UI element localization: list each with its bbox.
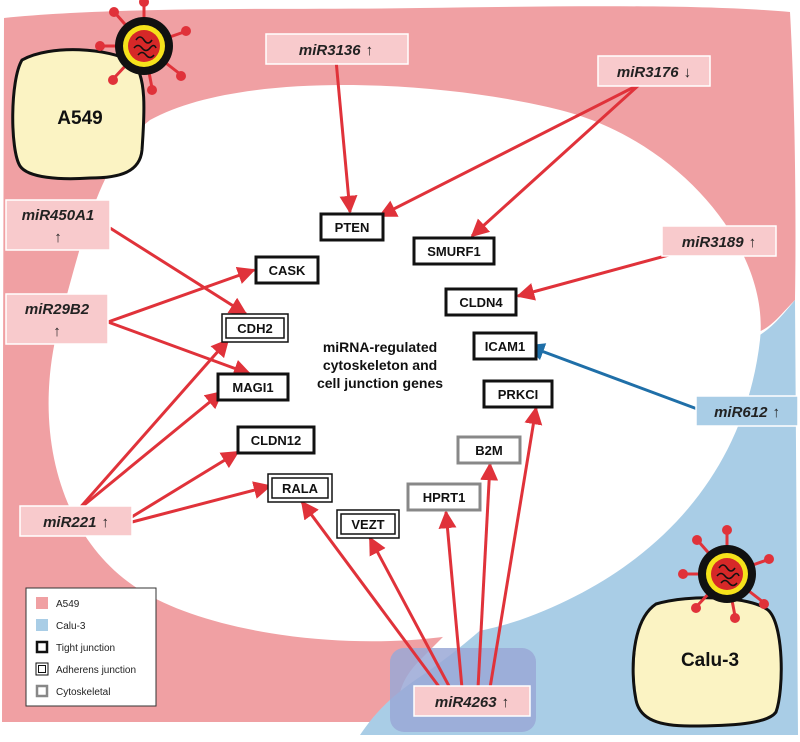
arrow-mir4263-prkci [488,406,543,689]
legend: A549 Calu-3 Tight junction Adherens junc… [25,587,157,707]
mirna-mir612: miR612↑ [695,395,799,427]
svg-text:HPRT1: HPRT1 [423,490,466,505]
center-label: miRNA-regulated cytoskeleton and cell ju… [317,339,443,391]
virus-icon [678,525,774,623]
arrow-mir3176-pten [378,82,641,218]
arrow-mir3189-cldn4 [516,250,681,301]
mirna-label: miR612 [714,404,768,421]
gene-magi1: MAGI1 [216,372,290,402]
mirna-label: miR3176 [617,64,679,81]
mirna-label: miR29B2 [25,301,90,318]
mirna-mir221: miR221 ↑ [19,505,133,537]
arrows [76,59,681,689]
svg-text:CLDN4: CLDN4 [459,295,503,310]
gene-cdh2: CDH2 [221,313,289,343]
arrow-mir3136-pten [334,59,358,214]
svg-text:PRKCI: PRKCI [498,387,538,402]
arrow-mir221-cdh2 [76,338,230,511]
gene-vezt: VEZT [336,509,400,539]
mirna-label: miR221 [43,514,96,531]
svg-text:CLDN12: CLDN12 [251,433,302,448]
mirna-mir3176: miR3176 ↓ [597,55,711,87]
calu3-cell-label: Calu-3 [681,650,739,671]
svg-text:CASK: CASK [269,263,306,278]
svg-text:VEZT: VEZT [351,517,384,532]
center-white-area [48,85,761,642]
gene-pten: PTEN [319,212,385,242]
mirna-label: miR4263 [435,694,497,711]
up-arrow-icon: ↑ [53,323,61,340]
arrow-mir4263-b2m [476,462,499,689]
legend-swatch-cytoskeletal [35,684,49,698]
gene-prkci: PRKCI [482,379,554,409]
legend-cytoskeletal: Cytoskeletal [56,687,110,698]
arrow-mir29b2-cask [107,266,256,324]
svg-text:miR612↑: miR612↑ [714,404,780,421]
legend-tight: Tight junction [56,643,115,654]
svg-text:CDH2: CDH2 [237,321,272,336]
mirna-label: miR450A1 [22,207,95,224]
svg-text:PTEN: PTEN [335,220,370,235]
up-arrow-icon: ↑ [502,694,510,711]
arrow-mir221-magi1 [77,390,224,512]
virus-icon [95,0,191,95]
mirna-mir3189: miR3189 ↑ [661,225,777,257]
gene-icam1: ICAM1 [472,331,538,361]
svg-text:miRNA-regulated: miRNA-regulated [323,339,437,355]
svg-text:RALA: RALA [282,481,319,496]
arrow-mir3176-smurf1 [470,82,642,238]
legend-swatch-calu3 [36,619,48,631]
calu3-cell: Calu-3 [631,596,783,728]
legend-a549: A549 [56,599,80,610]
arrow-mir450a1-cdh2 [109,226,248,316]
arrow-mir221-rala [131,481,272,524]
svg-text:miR4263↑: miR4263 ↑ [435,694,509,711]
svg-text:cytoskeleton and: cytoskeleton and [323,357,437,373]
legend-adherens: Adherens junction [56,665,136,676]
svg-text:B2M: B2M [475,443,502,458]
up-arrow-icon: ↑ [749,234,757,251]
gene-cask: CASK [254,255,320,285]
up-arrow-icon: ↑ [772,404,780,421]
svg-text:miR3136↑: miR3136 ↑ [299,42,373,59]
gene-cldn4: CLDN4 [444,287,518,317]
svg-text:miR221↑: miR221 ↑ [43,514,109,531]
svg-text:cell junction genes: cell junction genes [317,375,443,391]
legend-swatch-a549 [36,597,48,609]
arrow-mir29b2-magi1 [107,320,252,377]
mirna-mir29b2: miR29B2 ↑ [5,293,109,345]
up-arrow-icon: ↑ [101,514,109,531]
svg-text:miR3176↓: miR3176 ↓ [617,64,691,81]
legend-calu3: Calu-3 [56,621,86,632]
mirna-mir3136: miR3136 ↑ [265,33,409,65]
down-arrow-icon: ↓ [684,64,692,81]
arrow-mir221-cldn12 [129,450,240,520]
mirna-mir450a1: miR450A1 ↑ [5,199,111,251]
mirna-mir4263: miR4263 ↑ [413,685,531,717]
arrow-mir612-icam1 [526,343,701,412]
mirna-label: miR3136 [299,42,361,59]
a549-cell-label: A549 [57,108,102,129]
up-arrow-icon: ↑ [366,42,374,59]
svg-text:MAGI1: MAGI1 [232,380,273,395]
gene-cldn12: CLDN12 [236,425,316,455]
legend-swatch-tight [35,640,49,654]
gene-rala: RALA [267,473,333,503]
arrow-mir4263-rala [300,500,442,689]
mirna-label: miR3189 [682,234,744,251]
arrow-mir4263-vezt [368,536,452,689]
gene-smurf1: SMURF1 [412,236,496,266]
gene-hprt1: HPRT1 [406,482,482,512]
up-arrow-icon: ↑ [54,229,62,246]
arrow-mir4263-hprt1 [438,510,464,689]
svg-text:SMURF1: SMURF1 [427,244,480,259]
svg-text:miR3189↑: miR3189 ↑ [682,234,756,251]
gene-b2m: B2M [456,435,522,465]
svg-text:ICAM1: ICAM1 [485,339,525,354]
